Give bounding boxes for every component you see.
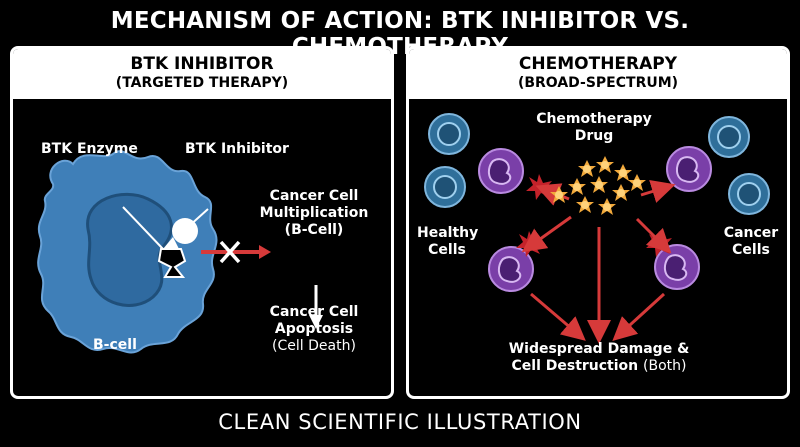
btk-inhibitor-icon (172, 218, 198, 244)
btk-panel-subheading: (TARGETED THERAPY) (115, 75, 289, 91)
multiplication-label: Cancer Cell Multiplication (B-Cell) (259, 188, 369, 238)
healthy-cells-label: Healthy Cells (417, 225, 479, 258)
cancer-cell (666, 146, 712, 192)
drug-particle-icon (598, 198, 616, 215)
drug-particle-icon (614, 164, 632, 181)
btk-panel-heading: BTK INHIBITOR (130, 54, 274, 74)
btk-inhibitor-label: BTK Inhibitor (185, 141, 289, 157)
bcell-label: B-cell (93, 337, 137, 353)
apoptosis-label: Cancer Cell Apoptosis (Cell Death) (269, 304, 359, 354)
btk-enzyme-label: BTK Enzyme (41, 141, 138, 157)
block-x-icon-b (219, 240, 241, 264)
chemo-panel-header: CHEMOTHERAPY (BROAD-SPECTRUM) (409, 49, 787, 99)
btk-enzyme-icon (157, 248, 187, 278)
drug-particle-icon (568, 178, 586, 195)
chemo-panel-heading: CHEMOTHERAPY (518, 54, 678, 74)
arrow-down-left (530, 292, 586, 341)
btk-panel-header: BTK INHIBITOR (TARGETED THERAPY) (13, 49, 391, 99)
drug-particle-icon (612, 184, 630, 201)
drug-particle-icon (628, 174, 646, 191)
cancer-cell (654, 244, 700, 290)
chemo-panel-subheading: (BROAD-SPECTRUM) (517, 75, 679, 91)
down-arrowhead (309, 315, 323, 329)
drug-particle-icon (590, 176, 608, 193)
drug-particle-icon (550, 186, 568, 203)
btk-diagram (37, 150, 323, 354)
chemo-diagram (424, 113, 770, 344)
healthy-cell (728, 173, 770, 215)
bcell-nucleus (86, 193, 173, 307)
btk-inhibitor-panel: BTK INHIBITOR (TARGETED THERAPY) BTK Enz… (10, 46, 394, 399)
healthy-cell (428, 113, 470, 155)
drug-particle-icon (576, 196, 594, 213)
cancer-cell (478, 148, 524, 194)
drug-particle-icon (578, 160, 596, 177)
damage-burst-icon (526, 174, 552, 200)
arrow-to-lower-left (521, 215, 572, 253)
chemotherapy-panel: CHEMOTHERAPY (BROAD-SPECTRUM) (406, 46, 790, 399)
chemo-drug-label: Chemotherapy Drug (536, 111, 652, 144)
arrow-to-lower-right (635, 217, 672, 254)
btk-inhibitor-key-icon (163, 237, 179, 249)
footer-caption: CLEAN SCIENTIFIC ILLUSTRATION (218, 410, 582, 434)
arrow-to-right-cancer (640, 179, 676, 203)
damage-label: Widespread Damage & Cell Destruction (Bo… (508, 341, 690, 374)
blocked-arrowhead (259, 245, 271, 259)
cancer-cells-label: Cancer Cells (723, 225, 779, 258)
healthy-cell (708, 116, 750, 158)
btk-enzyme-pointer (122, 206, 164, 250)
drug-particle-icon (596, 156, 614, 173)
healthy-cell (424, 166, 466, 208)
arrow-down-right (612, 292, 666, 342)
